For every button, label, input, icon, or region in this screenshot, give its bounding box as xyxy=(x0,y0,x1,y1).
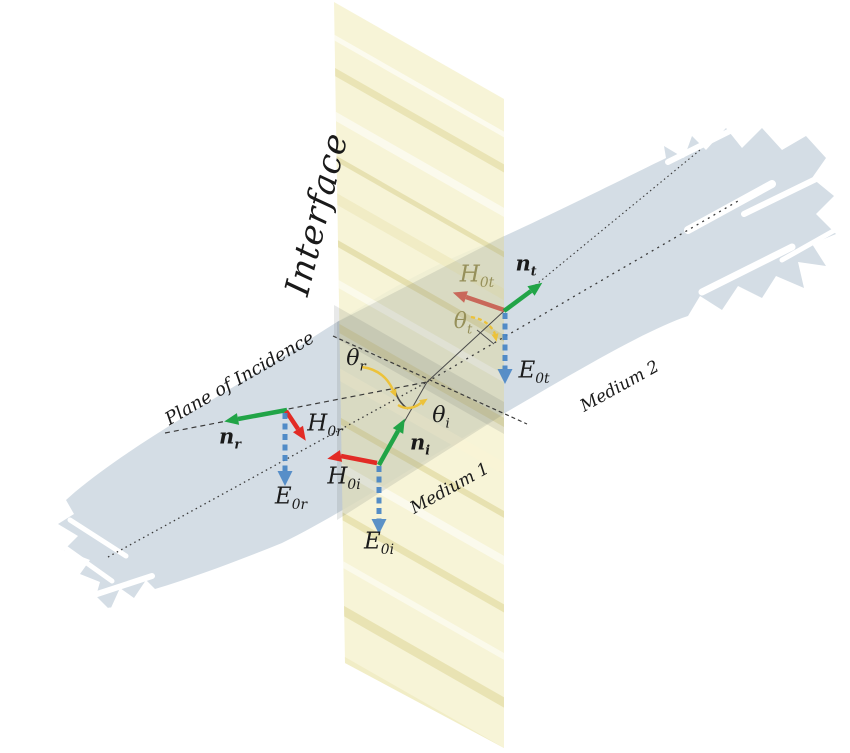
n-i-label: ni xyxy=(409,429,431,458)
theta-i-label: θi xyxy=(432,403,450,432)
torn-edge-streaks xyxy=(57,127,838,627)
h-0t-arrow xyxy=(452,291,505,313)
transmitted-ray-near xyxy=(426,310,505,383)
n-i-arrow xyxy=(377,418,405,467)
theta-t-label: θt xyxy=(453,309,473,338)
e-0r-label: E0r xyxy=(274,483,308,514)
theta-r-label: θr xyxy=(346,346,366,375)
h-0i-label: H0i xyxy=(327,463,361,494)
theta-r-arc xyxy=(361,365,397,398)
angle-arcs xyxy=(361,315,499,410)
plane-overlap-shadow xyxy=(334,305,504,434)
n-t-arrow xyxy=(502,282,543,313)
n-r-arrow xyxy=(224,407,288,425)
transmitted-wave-vectors xyxy=(452,282,543,384)
n-r-label: nr xyxy=(219,423,241,452)
h-0t-label: H0t xyxy=(459,261,495,292)
e-0t-label: E0t xyxy=(518,357,550,388)
reflected-wave-vectors xyxy=(224,407,306,486)
n-t-label: nt xyxy=(515,250,537,279)
theta-t-leader xyxy=(476,329,495,345)
e-0i-label: E0i xyxy=(364,528,394,559)
plane-intersection-line xyxy=(332,335,528,425)
normal-line-medium2 xyxy=(426,200,739,383)
e-0i-arrow xyxy=(371,466,387,534)
incident-wave-vectors xyxy=(327,418,405,534)
theta-t-arc xyxy=(470,315,499,342)
h-0i-arrow xyxy=(327,450,378,466)
theta-i-arc xyxy=(397,398,428,410)
transmitted-ray-far xyxy=(503,149,701,312)
h-0r-arrow xyxy=(284,409,306,441)
e-0r-arrow xyxy=(277,413,293,486)
plane-overlap-tint xyxy=(337,236,504,520)
normal-line-medium1 xyxy=(107,381,428,558)
e-0t-arrow xyxy=(497,313,513,384)
h-0r-label: H0r xyxy=(307,410,343,441)
